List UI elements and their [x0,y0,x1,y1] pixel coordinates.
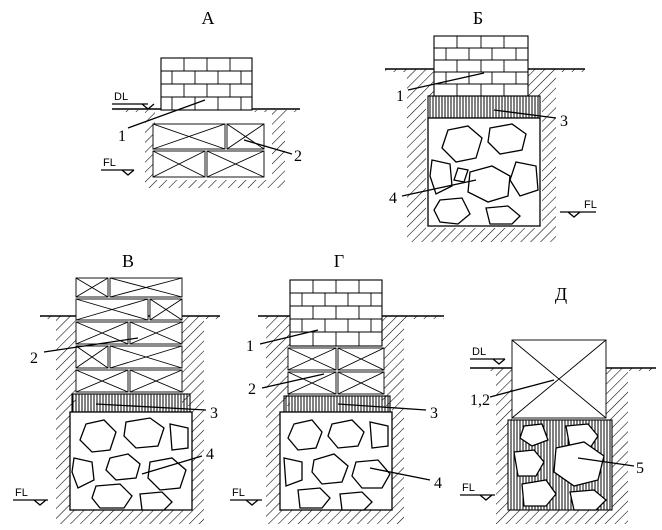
svg-text:FL: FL [15,487,28,499]
panel-a-title: А [202,8,215,28]
callout-3: 3 [560,113,568,130]
brick-wall [160,57,253,111]
callout-3: 3 [430,405,438,422]
dl-level-mark: DL [470,346,506,365]
rubble-concrete-foundation [279,411,393,511]
block-base [287,347,385,395]
rubble-fill [507,419,613,511]
callout-5: 5 [636,460,644,477]
block-wall [75,277,183,393]
ground-hatch [118,110,300,188]
dl-level-mark: DL [112,91,155,110]
panel-g: Г [230,251,444,524]
svg-text:DL: DL [472,346,486,358]
panel-a: А DL FL 1 2 [101,8,302,188]
callout-4: 4 [434,475,442,492]
panel-b-title: Б [473,8,483,28]
panel-b: Б FL 1 3 [385,8,597,242]
callout-2: 2 [248,381,256,398]
callout-4: 4 [389,190,397,207]
panel-d: Д DL FL 1,2 5 [460,284,656,524]
brick-wall [433,35,529,97]
svg-text:FL: FL [103,157,116,169]
callout-4: 4 [206,446,214,463]
block-foundation [152,123,265,178]
foundation-block [511,339,607,419]
fl-level-mark: FL [101,157,135,176]
callout-1: 1 [396,88,404,105]
svg-text:FL: FL [232,487,245,499]
callout-1: 1 [118,128,126,145]
panel-v: В [13,251,220,524]
panel-v-title: В [122,251,134,271]
fl-level-mark: FL [230,487,262,506]
callout-3: 3 [210,405,218,422]
fl-level-mark: FL [560,199,597,218]
svg-text:FL: FL [584,199,597,211]
rubble-concrete-foundation [69,411,193,511]
waterproofing-pad [283,395,391,413]
callout-1-2: 1,2 [470,392,490,409]
callout-1: 1 [246,338,254,355]
fl-level-mark: FL [13,487,48,506]
waterproofing-pad [427,95,541,119]
fl-level-mark: FL [460,482,495,501]
svg-text:DL: DL [114,91,128,103]
rubble-concrete-foundation [427,117,541,227]
waterproofing-pad [71,393,191,413]
callout-2: 2 [294,148,302,165]
panel-g-title: Г [334,251,344,271]
callout-2: 2 [30,350,38,367]
brick-wall [289,279,383,347]
panel-d-title: Д [555,284,567,304]
svg-text:FL: FL [462,482,475,494]
